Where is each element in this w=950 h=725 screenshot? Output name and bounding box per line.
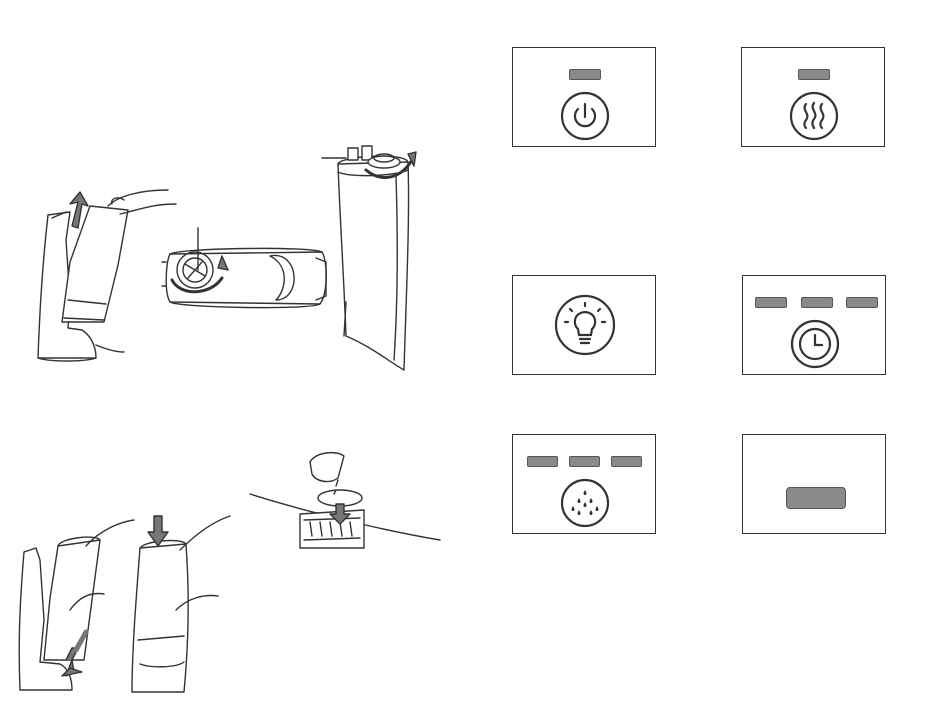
press-down-tank-illustration [132,516,230,692]
water-drops-icon[interactable] [559,477,611,529]
night-light-panel [512,275,656,375]
mist-indicator-1 [527,456,558,467]
display-indicator [786,487,846,509]
timer-indicator-2 [801,297,833,308]
add-cleaning-tablet-illustration [250,453,440,548]
power-icon[interactable] [559,90,611,142]
warm-mist-panel [741,47,885,147]
warm-mist-indicator [798,69,830,80]
timer-panel [742,275,886,375]
display-panel [742,434,886,534]
reinsert-water-tank-illustration [19,520,134,690]
timer-indicator-1 [755,297,787,308]
tank-upright-cap-illustration [322,146,416,370]
remove-water-tank-illustration [38,190,176,361]
mist-level-panel [512,434,656,534]
power-indicator [569,69,601,80]
light-bulb-icon[interactable] [553,293,617,357]
mist-indicator-3 [611,456,642,467]
warm-mist-icon[interactable] [788,90,840,142]
timer-indicator-3 [846,297,878,308]
unscrew-tank-cap-illustration [162,228,326,308]
power-panel [512,47,656,147]
mist-indicator-2 [569,456,600,467]
instruction-illustrations [0,0,470,725]
clock-icon[interactable] [789,318,841,370]
